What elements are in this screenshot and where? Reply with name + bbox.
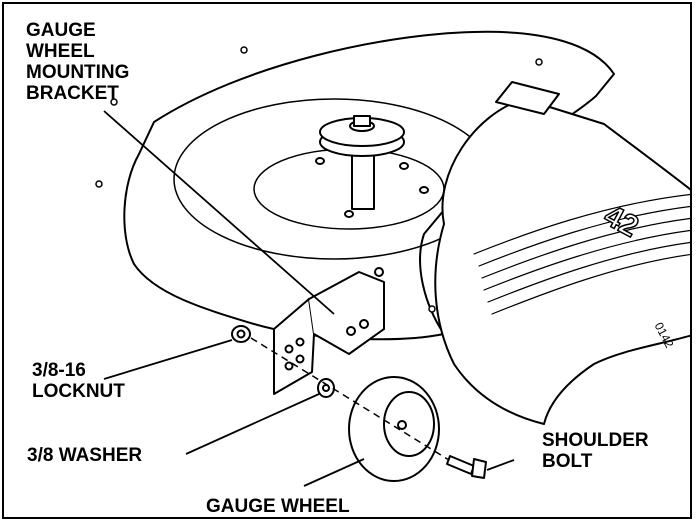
mower-deck-illustration: 42 bbox=[95, 30, 690, 487]
label-shoulder-bolt: SHOULDER BOLT bbox=[542, 430, 649, 472]
label-washer: 3/8 WASHER bbox=[27, 445, 143, 466]
shoulder-bolt bbox=[446, 455, 475, 475]
label-gauge-wheel: GAUGE WHEEL bbox=[206, 496, 350, 517]
label-gauge-wheel-mounting-bracket: GAUGE WHEEL MOUNTING BRACKET bbox=[26, 20, 130, 104]
label-locknut: 3/8-16 LOCKNUT bbox=[32, 360, 125, 402]
